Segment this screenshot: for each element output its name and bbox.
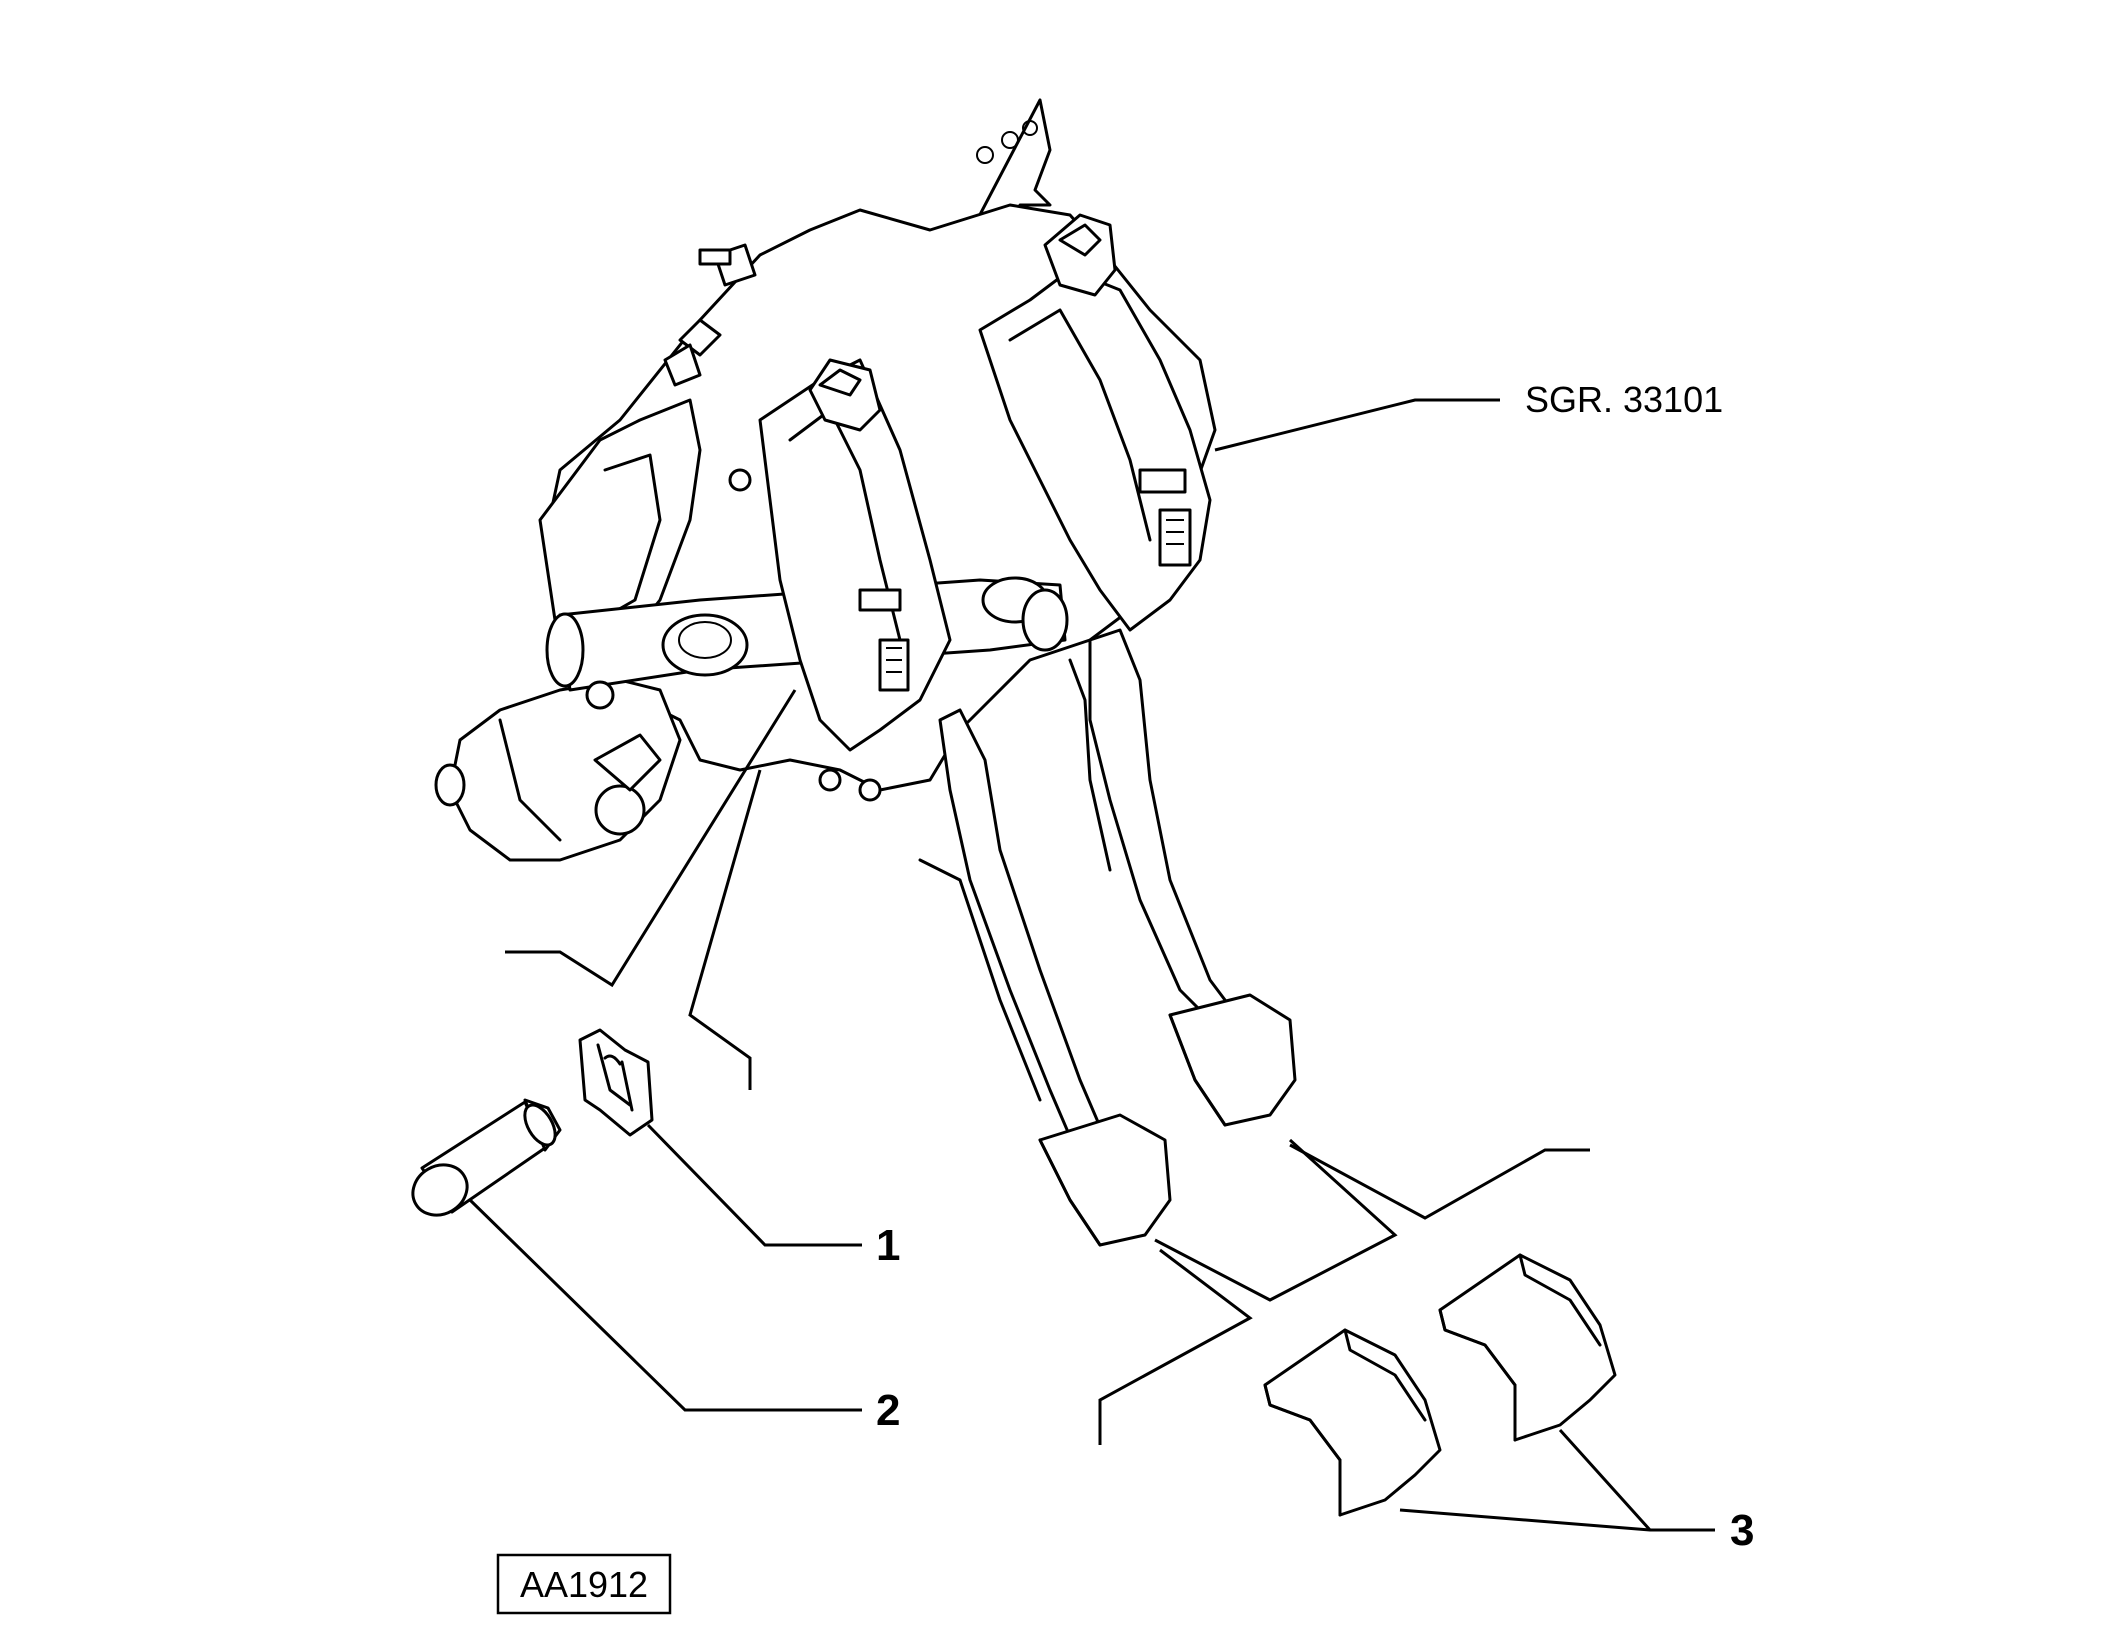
part-3-pedal-covers (1263, 1253, 1617, 1517)
part-1-clip (578, 1028, 654, 1137)
callout-2-label: 2 (876, 1386, 900, 1435)
part-2-pin (411, 1098, 562, 1217)
drawing-code-label: AA1912 (520, 1564, 648, 1605)
pedal-box-assembly (434, 98, 1297, 1247)
group-reference-label: SGR. 33101 (1525, 379, 1723, 420)
leader-lines (468, 398, 1715, 1532)
callout-1-label: 1 (876, 1221, 900, 1270)
callout-3-label: 3 (1730, 1506, 1754, 1555)
drawing-code-box: AA1912 (496, 1553, 672, 1615)
